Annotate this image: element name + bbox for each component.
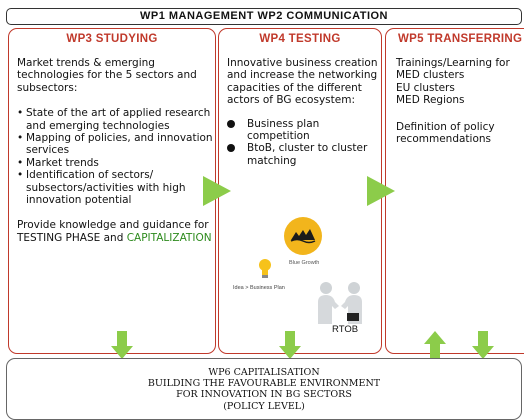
wp5-line: Trainings/Learning for xyxy=(396,57,510,69)
wp6-line: BUILDING THE FAVOURABLE ENVIRONMENT xyxy=(147,378,381,390)
arrow-right-icon xyxy=(203,176,231,206)
wp1-wp2-banner: WP1 MANAGEMENT WP2 COMMUNICATION xyxy=(6,8,522,25)
wp4-intro: Innovative business creation and increas… xyxy=(227,57,378,107)
wp5-transferring-panel: WP5 TRANSFERRING Trainings/Learning for … xyxy=(385,28,524,354)
wp3-bullet-text: State of the art of applied research and… xyxy=(26,107,211,132)
wp3-bullet-text: Identification of sectors/ subsectors/ac… xyxy=(26,169,186,207)
wp4-bullet-list: Business plan competition BtoB, cluster … xyxy=(227,118,381,168)
wp3-closing-text: Provide knowledge and guidance for TESTI… xyxy=(17,219,209,244)
arrow-down-icon xyxy=(472,331,494,359)
wp3-bullet: Market trends xyxy=(17,156,213,170)
bullet-dot-icon xyxy=(227,144,235,153)
wp3-content: Market trends & emerging technologies fo… xyxy=(17,57,213,244)
arrow-right-icon xyxy=(367,176,395,206)
wp3-intro: Market trends & emerging technologies fo… xyxy=(17,57,197,94)
wp3-title: WP3 STUDYING xyxy=(66,33,158,45)
blue-growth-logo-icon xyxy=(283,216,323,256)
bullet-dot-icon xyxy=(227,119,235,128)
wp3-capitalization-highlight: CAPITALIZATION xyxy=(126,231,212,244)
lightbulb-icon xyxy=(257,257,273,281)
wp4-bullet-text: Business plan competition xyxy=(247,117,320,143)
blue-growth-caption: Blue Growth xyxy=(289,260,320,266)
wp3-bullet: Mapping of policies, and innovation serv… xyxy=(17,132,213,157)
wp4-testing-panel: WP4 TESTING Innovative business creation… xyxy=(218,28,382,354)
wp6-line: (POLICY LEVEL) xyxy=(223,400,305,412)
wp3-bullet: State of the art of applied research and… xyxy=(17,107,213,132)
wp3-bullet-list: State of the art of applied research and… xyxy=(17,107,213,206)
wp4-title: WP4 TESTING xyxy=(259,33,341,45)
wp5-policy: Definition of policy recommendations xyxy=(396,120,495,146)
wp4-content: Innovative business creation and increas… xyxy=(227,57,381,167)
wp3-closing: Provide knowledge and guidance for TESTI… xyxy=(17,219,213,244)
rtob-caption: RTOB xyxy=(332,324,359,335)
arrow-down-icon xyxy=(111,331,133,359)
wp5-line: EU clusters xyxy=(396,81,455,94)
wp4-bullet: Business plan competition xyxy=(227,118,381,143)
wp5-title: WP5 TRANSFERRING xyxy=(398,33,523,45)
wp4-bullet: BtoB, cluster to cluster matching xyxy=(227,142,381,167)
arrow-up-icon xyxy=(424,331,446,359)
wp3-bullet-text: Market trends xyxy=(26,156,99,169)
wp5-line: MED clusters xyxy=(396,69,465,82)
wp3-studying-panel: WP3 STUDYING Market trends & emerging te… xyxy=(8,28,216,354)
wp3-bullet-text: Mapping of policies, and innovation serv… xyxy=(26,132,213,157)
wp5-line: MED Regions xyxy=(396,94,465,107)
wp6-capitalisation-panel: WP6 CAPITALISATION BUILDING THE FAVOURAB… xyxy=(6,358,522,420)
wp6-line: WP6 CAPITALISATION xyxy=(208,367,320,378)
wp6-line: FOR INNOVATION IN BG SECTORS xyxy=(176,389,352,401)
wp5-content: Trainings/Learning for MED clusters EU c… xyxy=(396,57,524,145)
handshake-people-icon xyxy=(313,280,367,326)
idea-business-plan-caption: Idea > Business Plan xyxy=(233,285,285,291)
wp3-bullet: Identification of sectors/ subsectors/ac… xyxy=(17,169,213,206)
arrow-down-icon xyxy=(279,331,301,359)
wp4-bullet-text: BtoB, cluster to cluster matching xyxy=(247,142,368,167)
